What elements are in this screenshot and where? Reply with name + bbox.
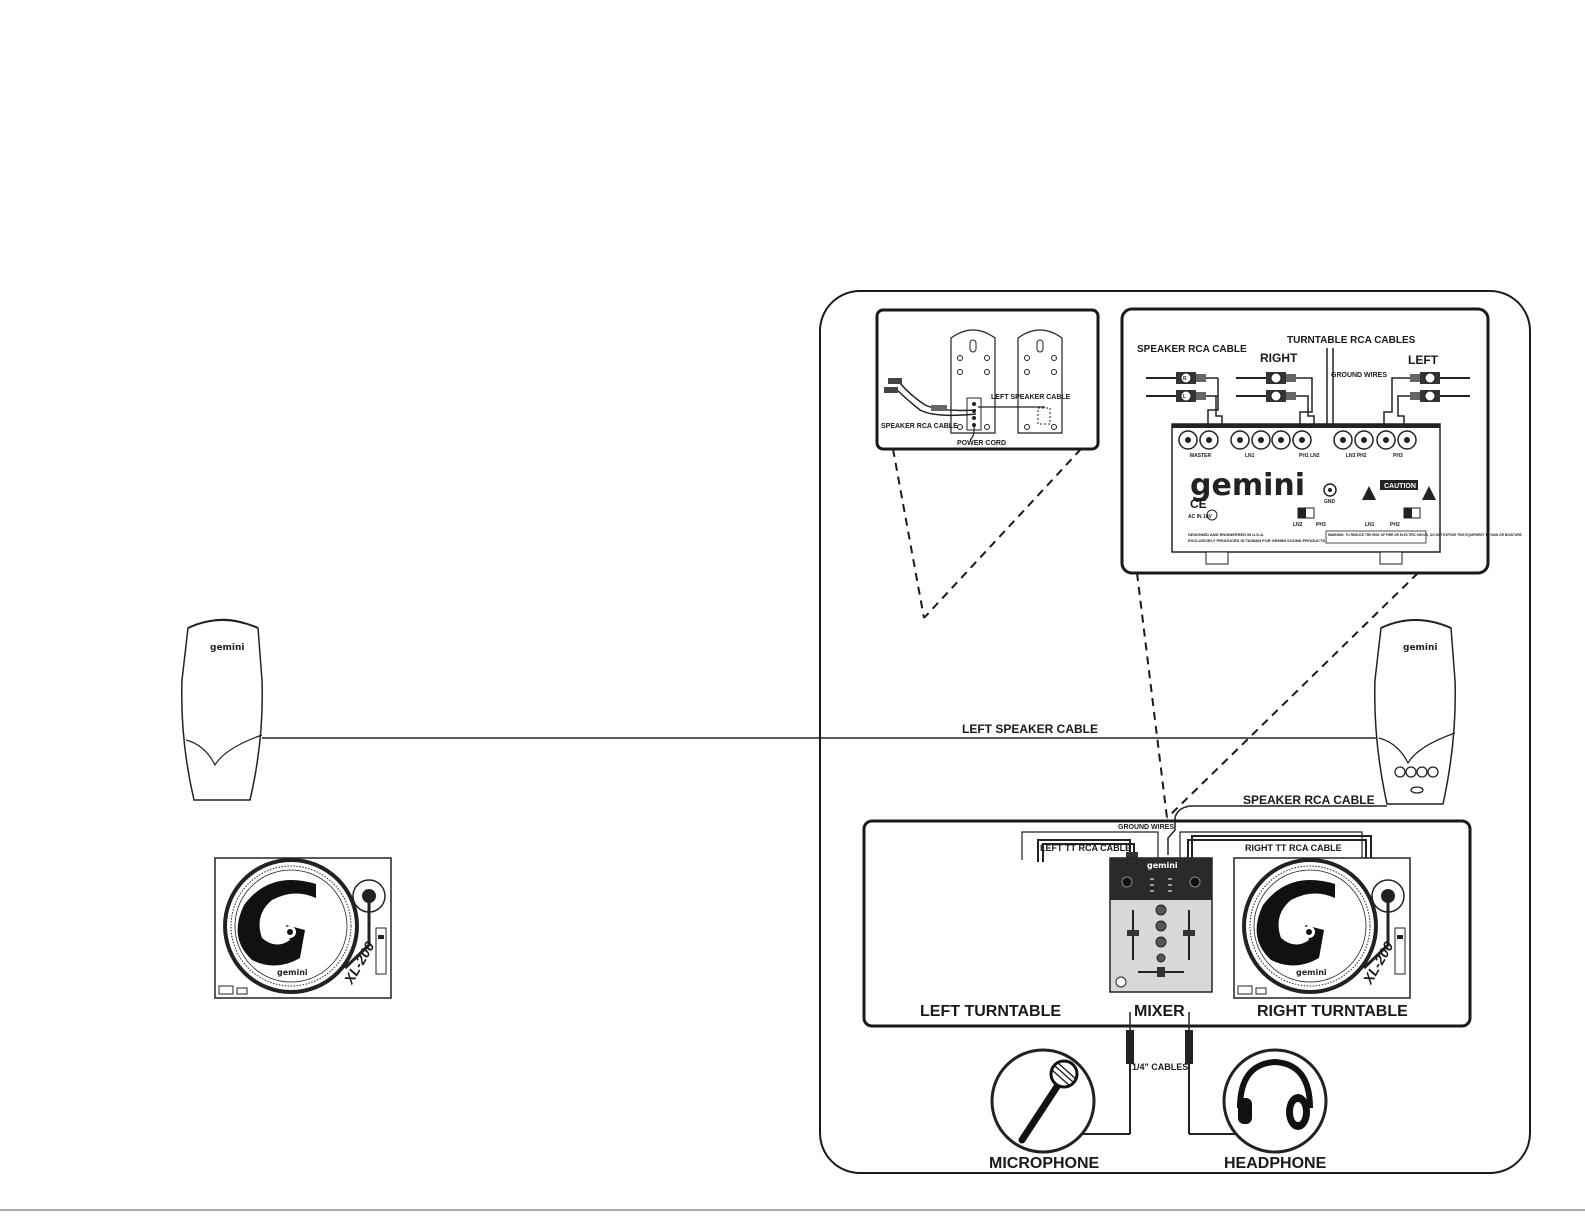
mixer-label: MIXER xyxy=(1134,1003,1185,1020)
microphone-icon xyxy=(992,1050,1094,1152)
right-tt-rca-cable-label: RIGHT TT RCA CABLE xyxy=(1245,843,1342,853)
mixer-rear-brand-logo: gemini xyxy=(1190,468,1305,503)
right-turntable: XL-200 gemini xyxy=(1234,858,1410,998)
rca-l-marker: L xyxy=(1183,394,1186,400)
left-speaker-cable-label: LEFT SPEAKER CABLE xyxy=(962,722,1098,736)
ground-wires-label: GROUND WIRES xyxy=(1331,372,1387,379)
left-label: LEFT xyxy=(1408,353,1439,367)
speaker-back-panel-right xyxy=(1018,330,1062,433)
jack-label-ln1: LN1 xyxy=(1245,453,1255,459)
jack-label-master: MASTER xyxy=(1190,453,1212,459)
quarter-inch-cables xyxy=(1083,1012,1235,1134)
right-speaker: gemini xyxy=(1375,620,1456,804)
mixer-icon: gemini xyxy=(1110,858,1212,992)
quarter-inch-cables-label: 1/4" CABLES xyxy=(1132,1062,1188,1072)
ground-wires-main-label: GROUND WIRES xyxy=(1118,824,1174,831)
mixer-brand: gemini xyxy=(1147,861,1178,870)
jack-label-ln3-ph2: LN3 PH2 xyxy=(1346,453,1367,459)
switch-label-ln1: LN1 xyxy=(1365,522,1375,528)
speaker-rca-cable-label: SPEAKER RCA CABLE xyxy=(1243,793,1375,807)
rca-r-marker: R xyxy=(1183,376,1187,382)
gnd-label: GND xyxy=(1324,499,1336,505)
jack-label-ph1-ln2: PH1 LN2 xyxy=(1299,453,1320,459)
turntable-rca-cables-label: TURNTABLE RCA CABLES xyxy=(1287,335,1416,346)
microphone-label: MICROPHONE xyxy=(989,1155,1100,1172)
inset-speaker-rca-cable-label-2: SPEAKER RCA CABLE xyxy=(1137,344,1247,355)
switch-label-ph3: PH3 xyxy=(1316,522,1326,528)
jack-label-ph3: PH3 xyxy=(1393,453,1403,459)
left-tt-rca-cable-label: LEFT TT RCA CABLE xyxy=(1040,843,1131,853)
left-speaker: gemini xyxy=(182,620,263,800)
mixer-rear-detail-inset: TURNTABLE RCA CABLES SPEAKER RCA CABLE R… xyxy=(1122,309,1523,573)
headphone-icon xyxy=(1224,1050,1326,1152)
left-speaker-brand: gemini xyxy=(210,643,245,653)
svg-text:CAUTION: CAUTION xyxy=(1384,483,1416,490)
left-turntable-brand: gemini xyxy=(277,968,308,977)
speaker-detail-inset: LEFT SPEAKER CABLE SPEAKER RCA CABLE POW… xyxy=(248,0,1098,449)
left-turntable-label: LEFT TURNTABLE xyxy=(920,1003,1061,1020)
headphone-label: HEADPHONE xyxy=(1224,1155,1327,1172)
inset-power-cord-label: POWER CORD xyxy=(957,440,1006,447)
designed-text: DESIGNED AND ENGINEERED IN U.S.A. xyxy=(1188,532,1264,537)
inset-left-speaker-cable-label: LEFT SPEAKER CABLE xyxy=(991,394,1071,401)
switch-label-ln2: LN2 xyxy=(1293,522,1303,528)
right-label: RIGHT xyxy=(1260,351,1298,365)
ce-mark: CE xyxy=(1190,497,1207,511)
produced-text: EXCLUSIVELY PRODUCED IN TAIWAN FOR GEMIN… xyxy=(1188,538,1325,543)
warning-text: WARNING: TO REDUCE THE RISK OF FIRE OR E… xyxy=(1328,533,1523,537)
inset-speaker-rca-cable-label: SPEAKER RCA CABLE xyxy=(881,423,958,430)
right-turntable-label: RIGHT TURNTABLE xyxy=(1257,1003,1408,1020)
right-turntable-brand: gemini xyxy=(1296,968,1327,977)
right-speaker-brand: gemini xyxy=(1403,643,1438,653)
rca-jack-row xyxy=(1179,431,1416,449)
left-turntable: XL-200 gemini xyxy=(215,858,391,998)
switch-label-ph2: PH2 xyxy=(1390,522,1400,528)
power-label: AC IN 18V xyxy=(1188,514,1213,520)
